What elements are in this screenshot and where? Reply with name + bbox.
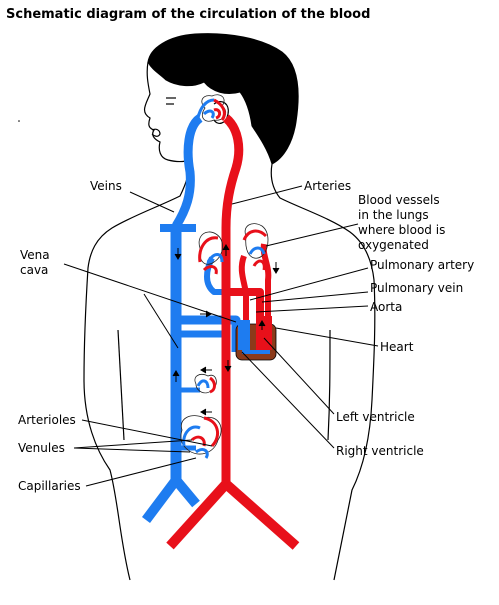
flow-arrows [172, 244, 280, 416]
pulmonary-artery-right [260, 243, 272, 320]
arterial-system [166, 114, 300, 550]
lead-heart [275, 327, 379, 347]
hair [147, 33, 299, 165]
label-vena-cava-2: cava [20, 263, 48, 277]
label-left-ventricle: Left ventricle [336, 410, 415, 424]
lead-right-ventricle [241, 351, 335, 449]
label-venules: Venules [18, 441, 65, 455]
jugular-vein [172, 114, 204, 229]
lead-vena-cava [63, 263, 237, 323]
lead-pulmonary-artery [249, 267, 369, 301]
lead-pulmonary-vein [261, 291, 369, 303]
stray-dot [18, 120, 20, 122]
head-capillaries [196, 94, 227, 122]
lead-venules [73, 447, 191, 453]
pulmonary-artery-vessel [238, 254, 249, 342]
lead-left-ventricle [263, 337, 335, 415]
left-leg-artery [166, 480, 230, 550]
neck-front [83, 159, 191, 581]
label-lung-vessels-4: oxygenated [358, 238, 429, 252]
arrow-down-aorta [224, 360, 232, 372]
heart [235, 316, 277, 361]
lead-venules-2 [73, 439, 193, 449]
lung-capillaries [198, 223, 269, 275]
leader-lines [63, 185, 379, 487]
label-lung-vessels-3: where blood is [358, 223, 445, 237]
lead-capillaries [85, 457, 197, 487]
pulmonary-vessel-left [204, 256, 232, 295]
body-capillaries [180, 374, 222, 459]
carotid-artery [221, 114, 244, 229]
label-pulmonary-vein: Pulmonary vein [370, 281, 463, 295]
arrow-up-vena [172, 370, 180, 382]
label-heart: Heart [380, 340, 414, 354]
label-capillaries: Capillaries [18, 479, 81, 493]
arrow-down-vena [174, 248, 182, 260]
label-lung-vessels-2: in the lungs [358, 208, 429, 222]
left-leg-vein [142, 477, 180, 523]
arrow-up-heart [258, 320, 266, 330]
label-pulmonary-artery: Pulmonary artery [370, 258, 474, 272]
lead-arterioles [81, 419, 213, 447]
left-arm-inner [117, 329, 125, 441]
lead-lung-vessels [265, 223, 359, 247]
right-arm-inner [327, 329, 331, 441]
diagram-title: Schematic diagram of the circulation of … [6, 7, 370, 22]
lead-aorta [255, 305, 369, 313]
labels: Veins Arteries Blood vessels in the lung… [18, 179, 474, 493]
label-right-ventricle: Right ventricle [336, 444, 424, 458]
arrow-left-upper [200, 366, 212, 374]
arrow-left-lower [200, 408, 212, 416]
neck-back [270, 163, 376, 581]
lead-vena-cava-2 [143, 293, 179, 349]
arrow-down-lung [272, 262, 280, 274]
label-aorta: Aorta [370, 300, 402, 314]
body-outline [18, 33, 376, 581]
ear [213, 101, 229, 124]
face-profile [143, 61, 191, 163]
arrow-up-aorta [222, 244, 230, 256]
lead-veins [129, 191, 175, 213]
label-arteries: Arteries [304, 179, 351, 193]
lead-arteries [231, 185, 303, 205]
right-leg-vein-blue [172, 476, 200, 508]
label-vena-cava-1: Vena [20, 248, 50, 262]
label-arterioles: Arterioles [18, 413, 76, 427]
mouth [151, 128, 161, 137]
right-leg-artery [222, 480, 300, 550]
label-veins: Veins [90, 179, 122, 193]
label-lung-vessels-1: Blood vessels [358, 193, 440, 207]
